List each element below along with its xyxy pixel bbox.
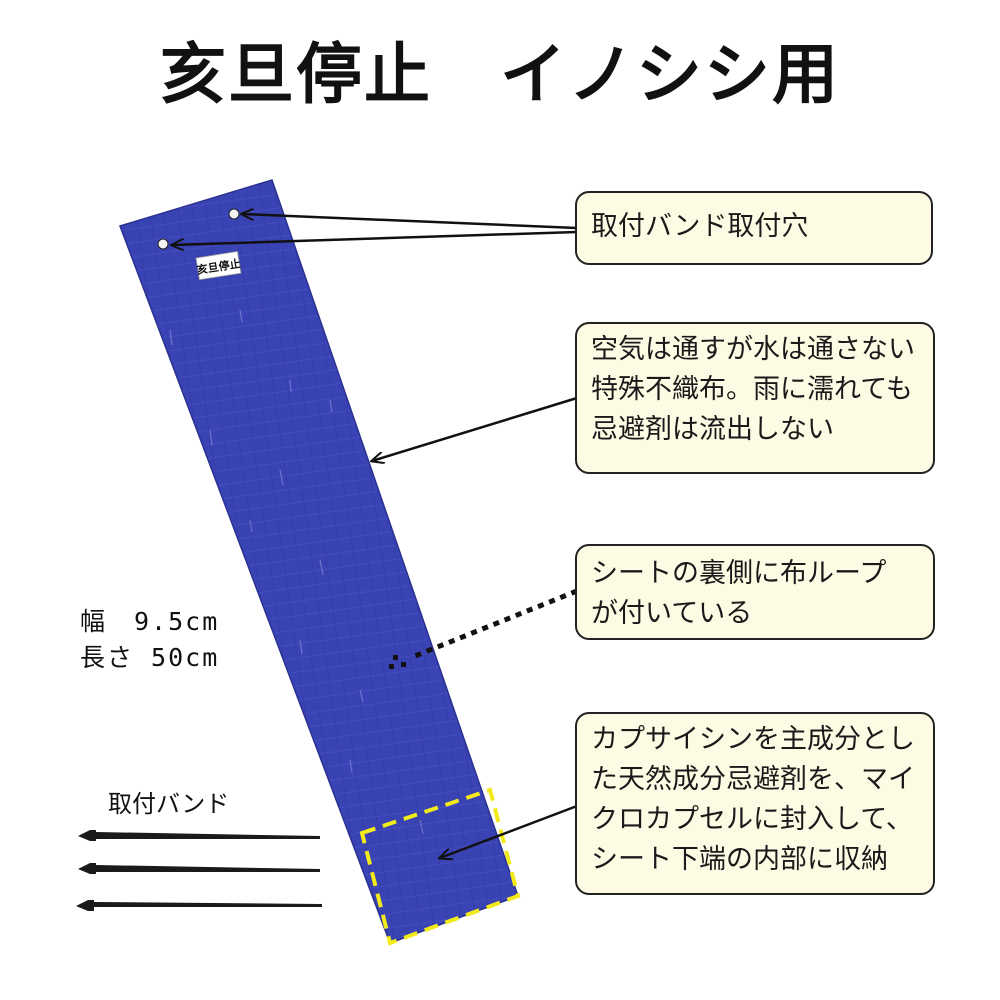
- callout-mount-holes: 取付バンド取付穴: [575, 191, 933, 265]
- arrow-hole-right: [242, 214, 578, 230]
- capsule-area-highlight: [359, 787, 521, 946]
- cable-tie-1: [78, 830, 320, 841]
- band-label: 取付バンド: [108, 790, 230, 818]
- callout-capsule-line-4: シート下端の内部に収納: [591, 843, 888, 875]
- loop-marker: [389, 655, 406, 669]
- callout-material: 空気は通すが水は通さない 特殊不織布。雨に濡れても 忌避剤は流出しない: [575, 322, 935, 474]
- callout-mount-holes-text: 取付バンド取付穴: [591, 211, 809, 242]
- callout-capsule: カプサイシンを主成分とし た天然成分忌避剤を、マイ クロカプセルに封入して、 シ…: [575, 712, 935, 895]
- page-title: 亥旦停止 イノシシ用: [160, 36, 840, 113]
- sheet-texture: [169, 309, 424, 835]
- callout-loop-line-2: が付いている: [591, 597, 753, 629]
- callout-material-line-3: 忌避剤は流出しない: [591, 413, 834, 445]
- repellent-sheet: [119, 179, 519, 944]
- arrow-loop: [409, 588, 578, 661]
- dimensions: 幅 9.5cm 長さ 50cm: [80, 604, 219, 677]
- arrow-material: [372, 396, 578, 461]
- dimension-length: 長さ 50cm: [80, 643, 220, 673]
- callout-material-line-2: 特殊不織布。雨に濡れても: [591, 373, 913, 405]
- callout-material-line-1: 空気は通すが水は通さない: [591, 334, 915, 365]
- callout-capsule-line-2: た天然成分忌避剤を、マイ: [591, 763, 915, 795]
- cable-tie-2: [78, 863, 320, 874]
- sheet-label-text: 亥旦停止: [196, 256, 242, 277]
- mount-hole-left: [157, 238, 169, 250]
- cable-tie-3: [76, 900, 322, 911]
- callout-loop: シートの裏側に布ループ が付いている: [575, 544, 935, 640]
- dimension-width: 幅 9.5cm: [80, 607, 220, 636]
- arrow-hole-left: [172, 230, 578, 245]
- callout-capsule-line-3: クロカプセルに封入して、: [591, 803, 913, 835]
- sheet-label: 亥旦停止: [195, 250, 242, 281]
- arrow-capsule: [440, 804, 578, 858]
- callout-loop-line-1: シートの裏側に布ループ: [591, 558, 887, 589]
- mount-hole-right: [228, 208, 240, 220]
- callout-capsule-line-1: カプサイシンを主成分とし: [591, 724, 915, 755]
